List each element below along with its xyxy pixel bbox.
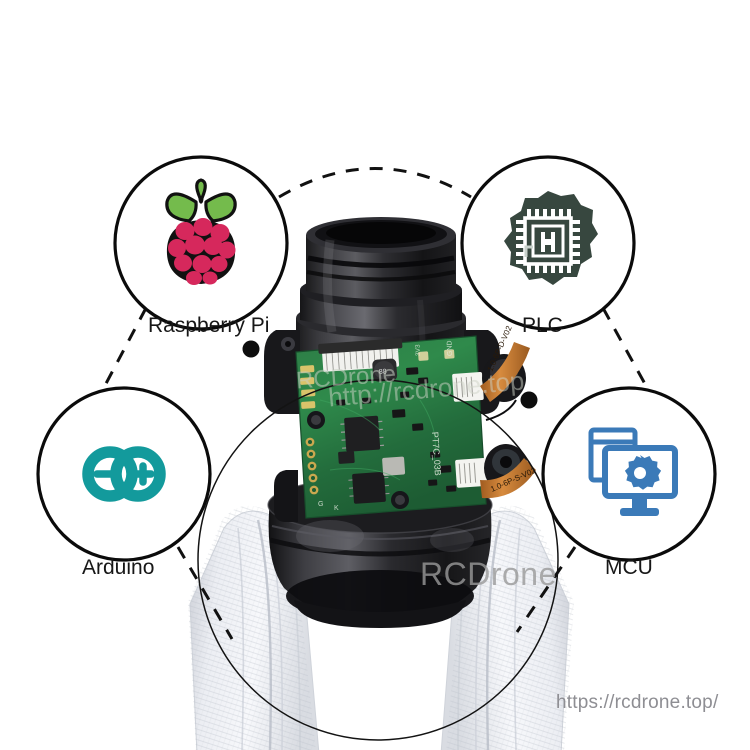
connector-arduino-product — [176, 546, 234, 640]
node-label-raspberry-pi: Raspberry Pi — [148, 314, 270, 337]
svg-text:G: G — [318, 501, 323, 508]
connector-top-arc — [278, 167, 472, 199]
node-label-arduino: Arduino — [82, 556, 155, 579]
node-circle-arduino — [36, 386, 212, 562]
microchip-badge-icon — [504, 191, 598, 285]
control-pcb: 88 — [295, 335, 487, 519]
svg-text:K: K — [334, 505, 339, 512]
monitor-gear-icon — [588, 427, 678, 516]
svg-text:3V3: 3V3 — [415, 344, 422, 356]
raspberry-pi-logo-icon — [165, 178, 237, 285]
svg-text:GND: GND — [446, 340, 454, 356]
svg-text:88: 88 — [379, 368, 387, 376]
node-label-mcu: MCU — [605, 556, 653, 579]
center-ring — [197, 379, 559, 741]
connector-mcu-product — [515, 546, 577, 633]
center-ring-dot-left — [242, 340, 260, 358]
silkscreen-pt7c: PT7C_03B — [430, 431, 443, 476]
node-label-plc: PLC — [522, 314, 563, 337]
connector-plc-mcu — [601, 307, 652, 394]
center-ring-dot-right — [520, 391, 538, 409]
connector-rpi-arduino — [99, 307, 148, 394]
arduino-infinity-icon — [82, 446, 166, 502]
